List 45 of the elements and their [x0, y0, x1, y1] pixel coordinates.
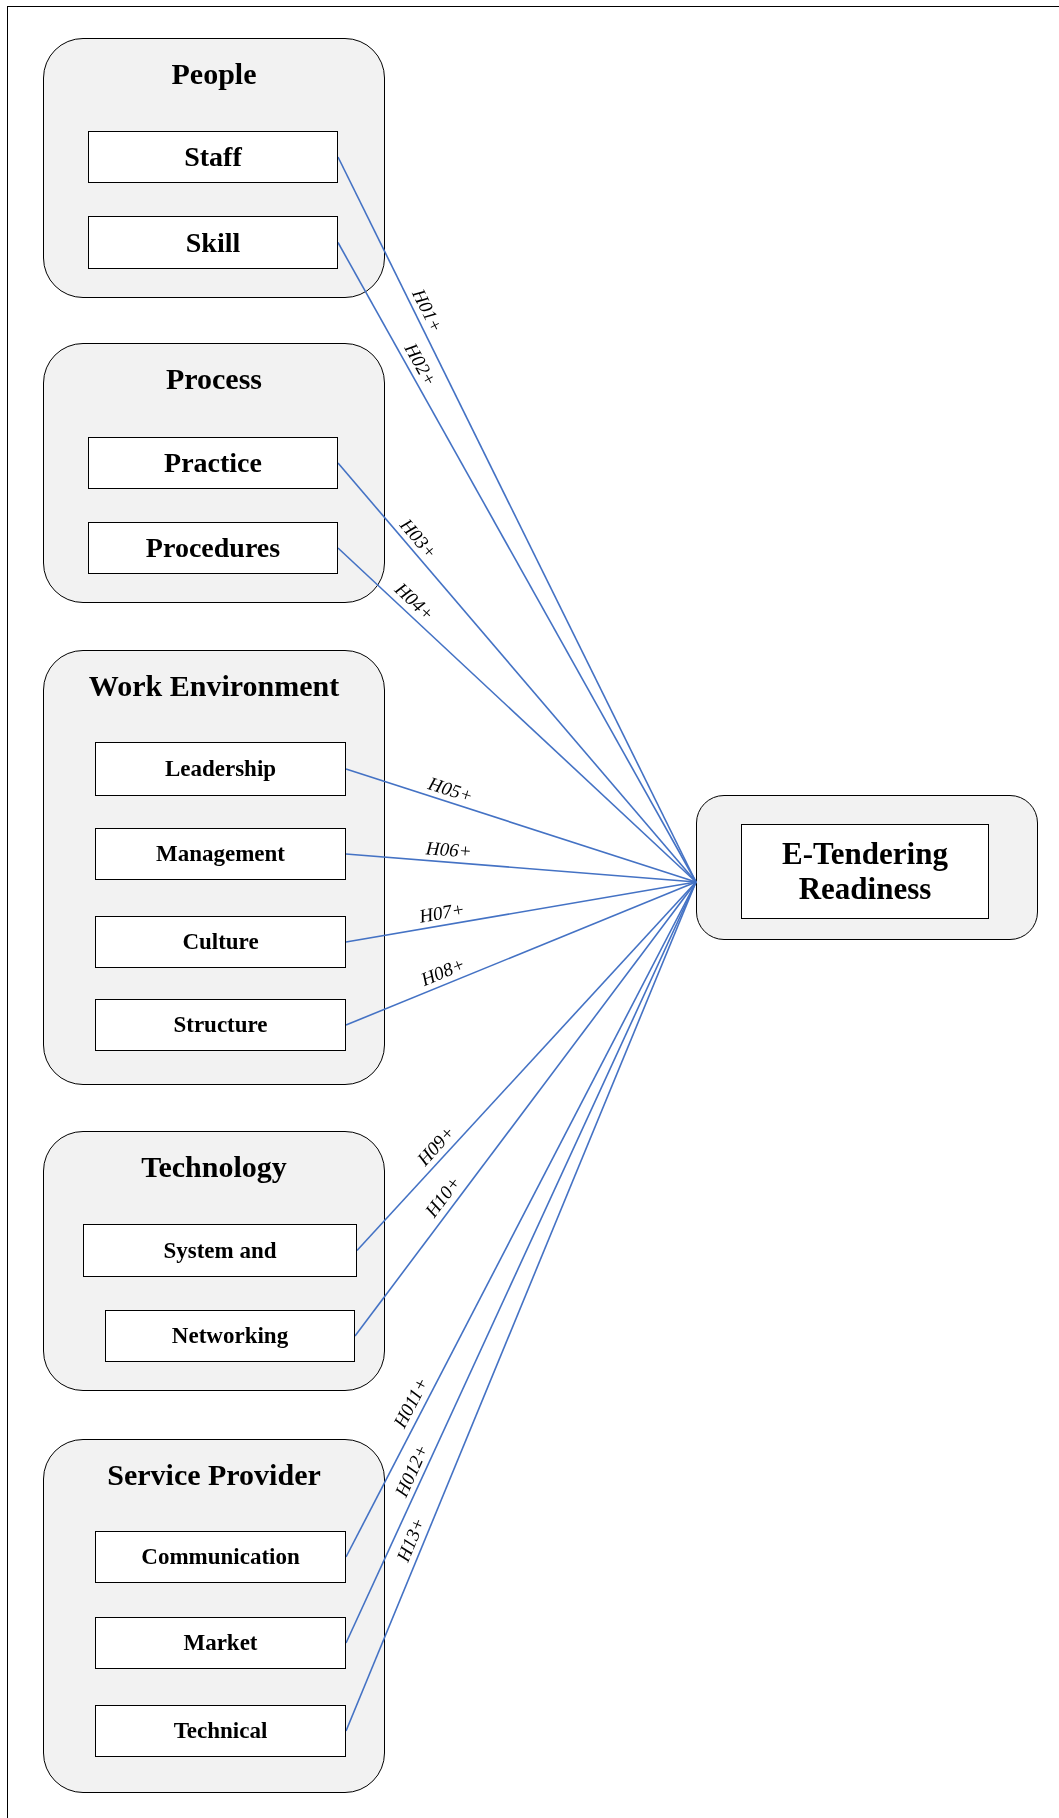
connector-line [356, 881, 697, 1252]
group-panel [43, 343, 385, 603]
factor-box [95, 916, 346, 968]
factor-box [88, 437, 338, 489]
factor-label: Culture [182, 929, 259, 955]
connector-line [337, 462, 697, 883]
group-title: Technology [140, 1150, 288, 1184]
factor-box [88, 216, 338, 269]
factor-box [95, 828, 346, 880]
outer-box [696, 795, 1038, 940]
factor-box [95, 742, 346, 796]
factor-label: Structure [173, 1012, 268, 1038]
factor-box [88, 522, 338, 574]
factor-label: Procedures [145, 532, 281, 564]
factor-box [83, 1224, 357, 1277]
group-title: Work Environment [87, 669, 341, 703]
factor-box [95, 1617, 346, 1669]
group-panel [43, 1439, 385, 1793]
factor-box [95, 999, 346, 1051]
factor-label: Market [183, 1630, 258, 1656]
factor-label: Communication [141, 1544, 300, 1570]
group-title: Process [164, 362, 264, 396]
group-title: Service Provider [106, 1458, 322, 1492]
group-title: People [170, 57, 258, 91]
factor-label: Networking [171, 1323, 289, 1349]
factor-label: Technical [173, 1718, 268, 1744]
factor-box [105, 1310, 355, 1362]
connector-line [345, 881, 697, 1026]
factor-label: Skill [185, 226, 241, 259]
factor-label: System and [163, 1237, 277, 1264]
factor-label: Management [156, 841, 285, 867]
factor-box [741, 824, 989, 919]
connector-line [337, 547, 697, 883]
factor-box [88, 131, 338, 183]
factor-box [95, 1705, 346, 1757]
factor-label: Leadership [164, 756, 277, 782]
group-panel [43, 1131, 385, 1391]
connector-line [345, 881, 697, 943]
group-panel [43, 38, 385, 298]
factor-box [95, 1531, 346, 1583]
factor-label: E-Tendering Readiness [781, 837, 949, 906]
factor-label: Staff [184, 141, 242, 173]
group-panel [43, 650, 385, 1085]
factor-label: Practice [164, 447, 262, 479]
connector-line [345, 768, 697, 883]
